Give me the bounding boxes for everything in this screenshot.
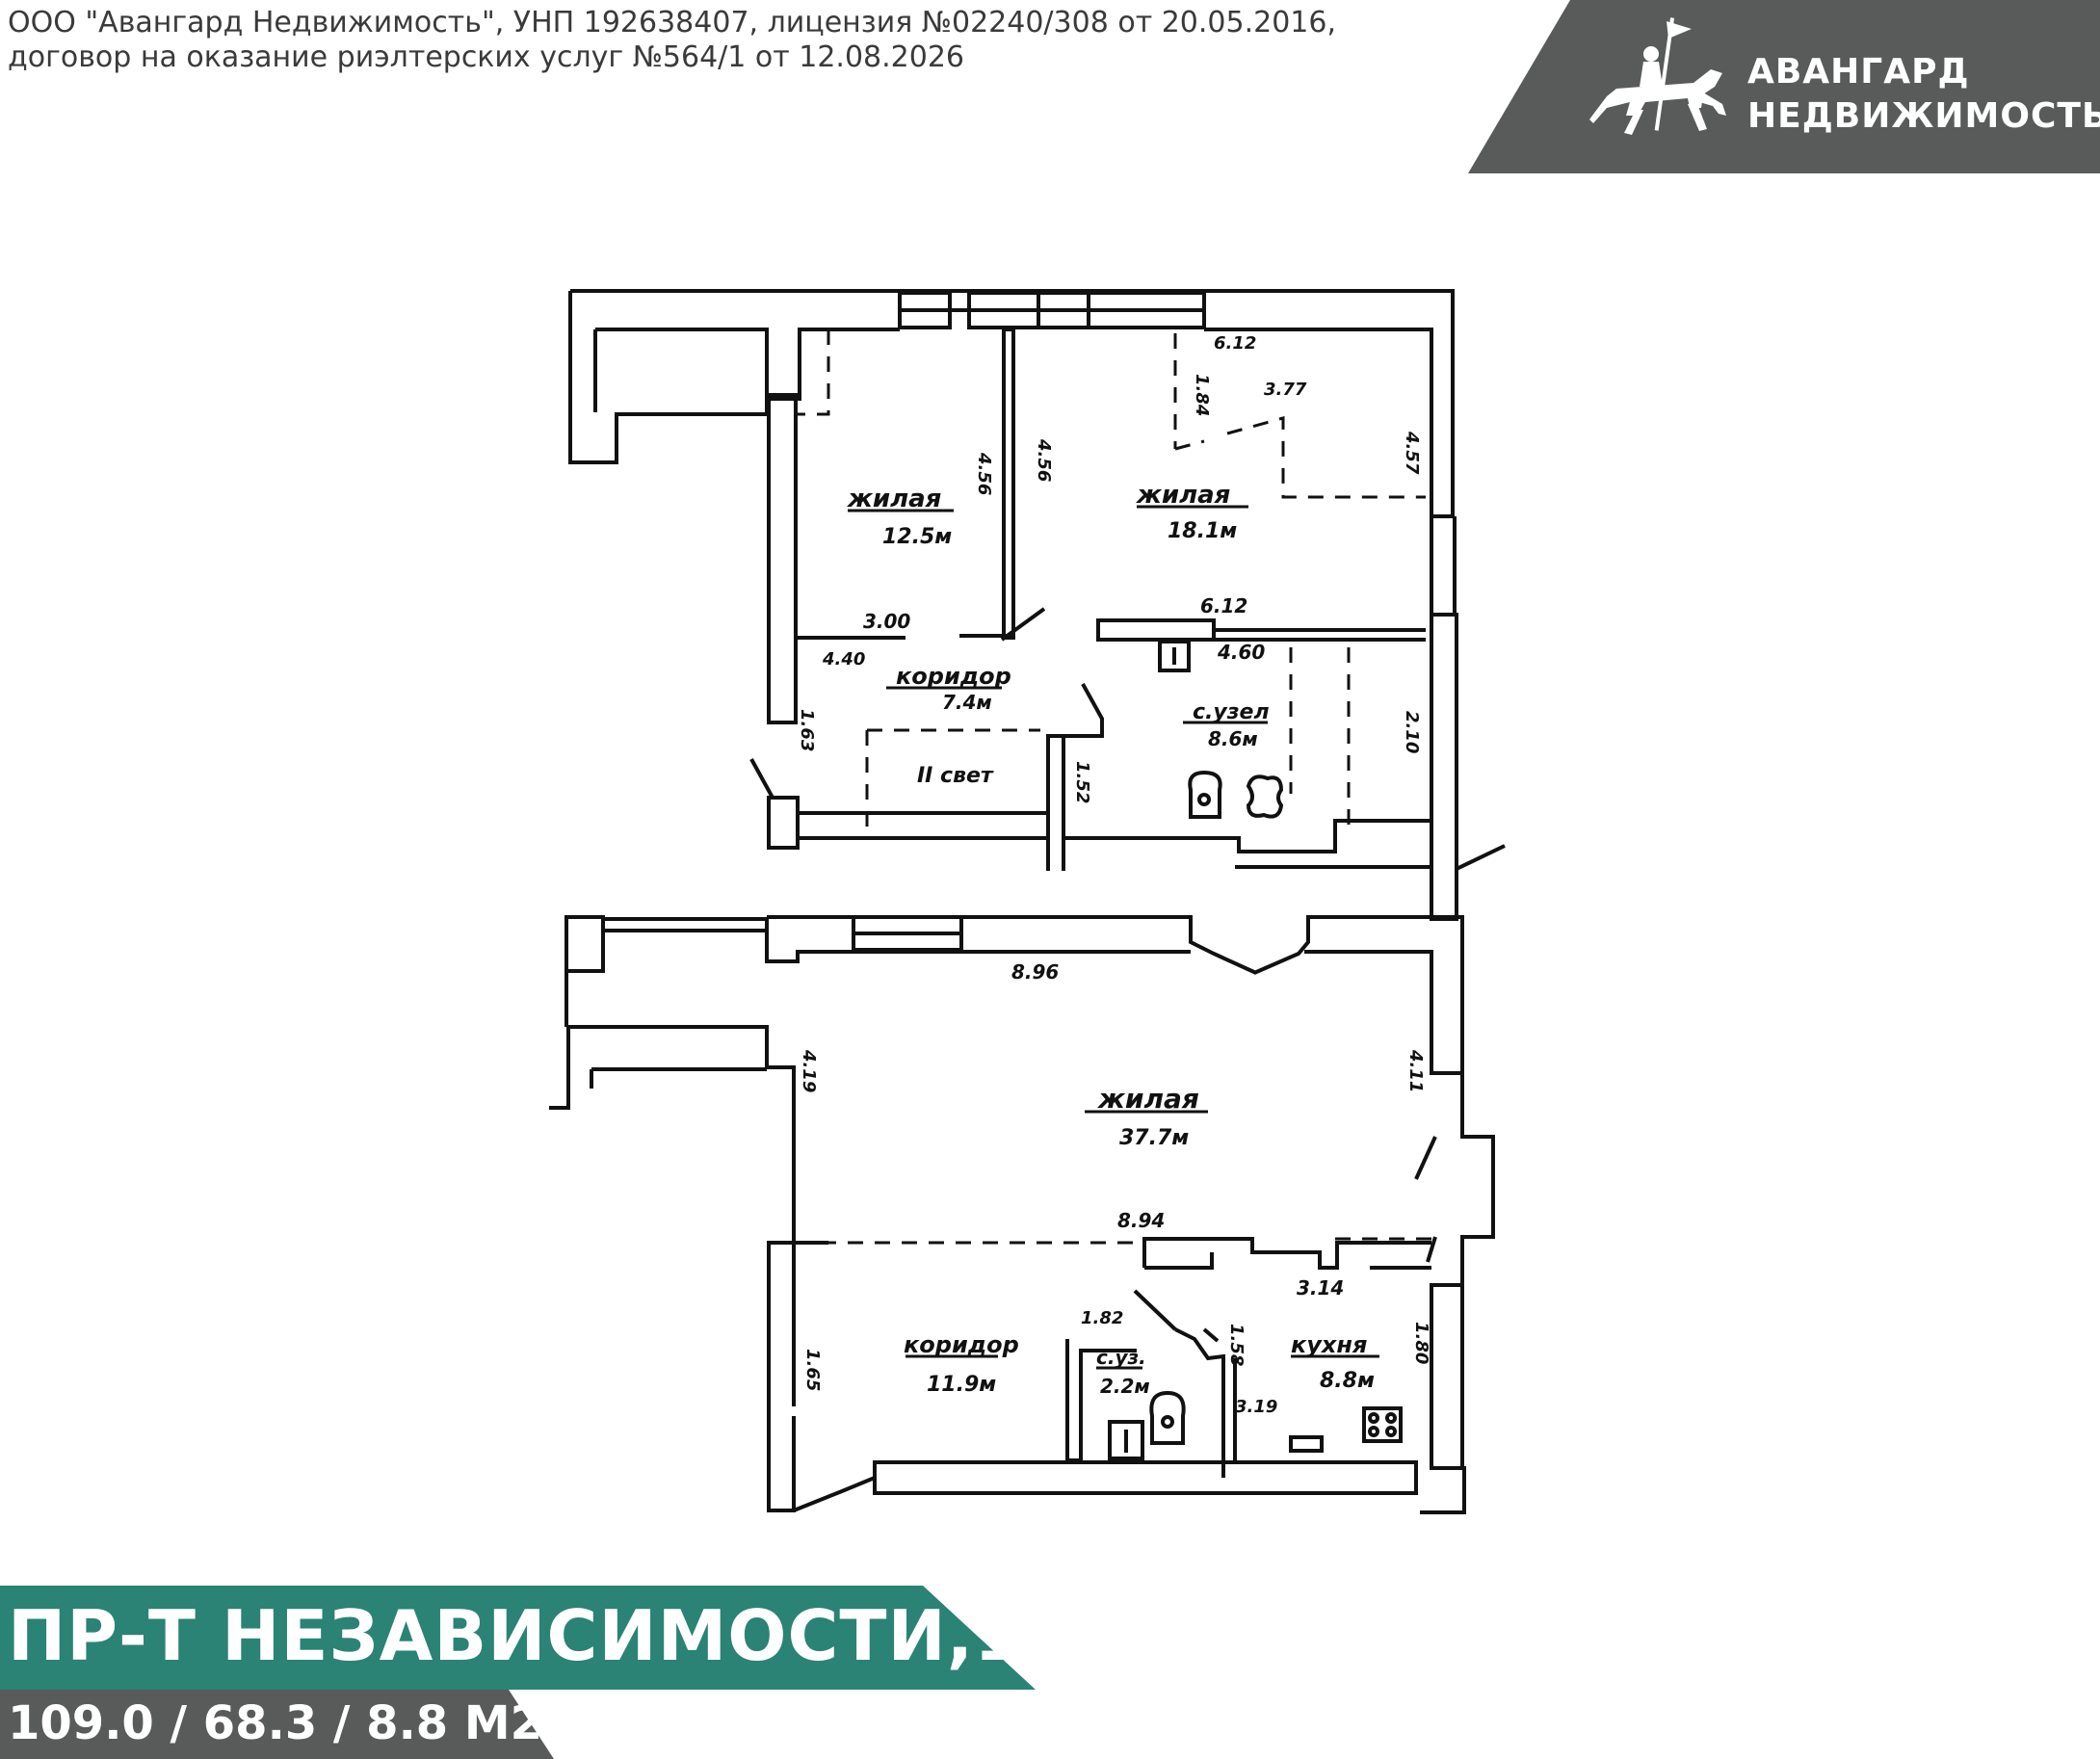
dimension-label: 2.10: [1402, 711, 1422, 753]
lower-level-walls: [549, 915, 1495, 1514]
dimension-label: 1.65: [802, 1349, 823, 1391]
room-label-corridor-lower: коридор: [904, 1331, 1019, 1358]
lower-wc-fixtures: [1108, 1390, 1186, 1460]
dimension-label: 6.12: [1214, 333, 1256, 354]
legal-line-2: договор на оказание риэлтерских услуг №5…: [8, 40, 965, 74]
dimension-label: 3.19: [1235, 1397, 1277, 1417]
room-label-bedroom-2: жилая: [1136, 481, 1230, 510]
legal-info: ООО "Авангард Недвижимость", УНП 1926384…: [8, 6, 1336, 75]
dimension-label: 1.58: [1226, 1324, 1247, 1366]
dimension-label: 4.56: [974, 452, 994, 495]
knight-on-horse-icon: [1589, 17, 1726, 135]
room-area-wc-lower: 2.2м: [1100, 1375, 1150, 1398]
area-summary: 109.0 / 68.3 / 8.8 М2: [8, 1696, 543, 1750]
dimension-label: 1.82: [1081, 1308, 1123, 1328]
dimension-label: 8.94: [1117, 1209, 1165, 1232]
legal-line-1: ООО "Авангард Недвижимость", УНП 1926384…: [8, 6, 1337, 39]
room-label-wc-upper: с.узел: [1193, 700, 1270, 724]
dimension-label: 3.00: [863, 610, 910, 633]
lower-level-dashed: [794, 1237, 1431, 1245]
dimension-label: 1.63: [797, 709, 817, 751]
brand-name: АВАНГАРД НЕДВИЖИМОСТЬ: [1747, 50, 2100, 139]
room-label-corridor-upper: коридор: [896, 663, 1011, 690]
room-label-wc-lower: с.уз.: [1096, 1346, 1146, 1369]
room-label-living-room: жилая: [1096, 1083, 1199, 1115]
dimension-label: 1.52: [1072, 761, 1092, 803]
dimension-label: 4.57: [1402, 431, 1422, 475]
upper-wc-fixtures: [1188, 770, 1284, 819]
dimension-label: 3.77: [1264, 380, 1307, 400]
upper-level-dashed: [798, 329, 1426, 836]
dimension-label: 1.80: [1411, 1322, 1431, 1364]
dimension-label: 1.84: [1192, 374, 1212, 416]
room-label-kitchen: кухня: [1291, 1331, 1367, 1358]
floor-plan: жилая 12.5м жилая 18.1м коридор 7.4м с.у…: [549, 289, 1506, 1514]
room-label-second-light: II свет: [917, 764, 994, 788]
room-area-bedroom-2: 18.1м: [1168, 519, 1237, 543]
dimension-label: 8.96: [1011, 960, 1059, 984]
area-band: [0, 1690, 554, 1759]
dimension-label: 3.14: [1297, 1276, 1344, 1300]
brand-name-line-2: НЕДВИЖИМОСТЬ: [1747, 96, 2100, 136]
room-area-corridor-upper: 7.4м: [942, 691, 992, 714]
dimension-label: 4.56: [1034, 438, 1054, 482]
room-area-kitchen: 8.8м: [1320, 1369, 1375, 1393]
dimension-label: 6.12: [1200, 594, 1247, 617]
upper-level-walls: [568, 289, 1506, 921]
address-title: ПР-Т НЕЗАВИСИМОСТИ,113: [8, 1595, 1122, 1676]
dimension-label: 4.19: [799, 1049, 819, 1092]
room-area-bedroom-1: 12.5м: [882, 525, 952, 549]
dimension-label: 4.11: [1405, 1049, 1426, 1092]
brand-name-line-1: АВАНГАРД: [1747, 52, 1970, 92]
room-area-corridor-lower: 11.9м: [927, 1373, 996, 1397]
address-band: [0, 1586, 1036, 1690]
dimension-label: 4.40: [822, 649, 865, 669]
room-area-wc-upper: 8.6м: [1208, 727, 1258, 750]
room-label-bedroom-1: жилая: [847, 485, 941, 513]
room-area-living-room: 37.7м: [1119, 1126, 1189, 1150]
dimension-label: 4.60: [1217, 641, 1265, 664]
brand-banner: АВАНГАРД НЕДВИЖИМОСТЬ: [1468, 0, 2100, 173]
